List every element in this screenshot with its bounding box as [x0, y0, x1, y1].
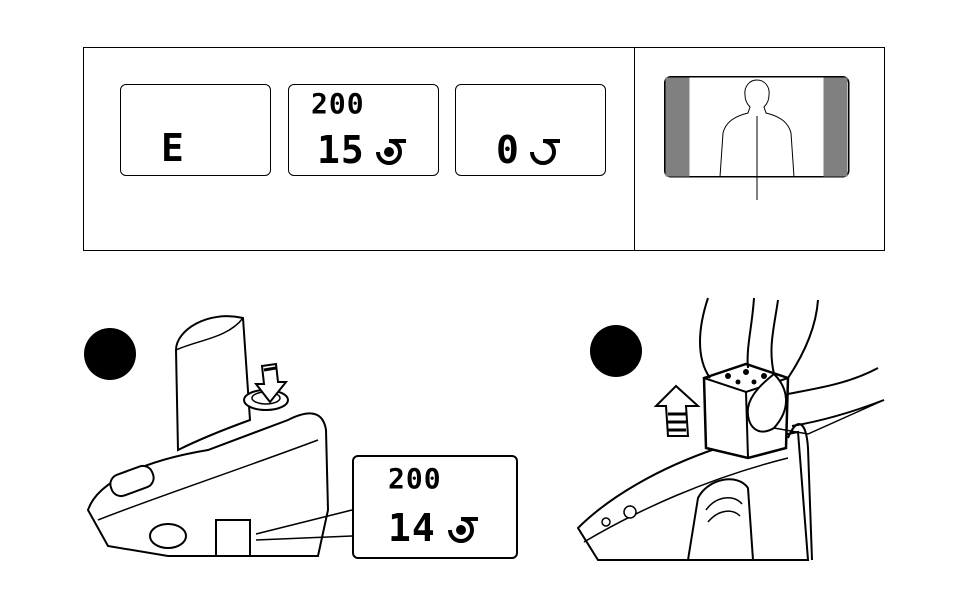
lcd-3-count: 0 — [496, 131, 520, 169]
camera-battery-removal-illustration — [578, 298, 890, 560]
lcd-2-top: 200 — [311, 90, 365, 118]
lcd-panel-3: 0 — [455, 84, 606, 176]
callout-count: 14 — [388, 509, 436, 547]
frame-divider — [634, 47, 635, 251]
viewfinder-person-icon — [664, 76, 850, 202]
lcd-1-value: E — [161, 129, 185, 167]
lcd-2-count: 15 — [317, 131, 365, 169]
lcd-panel-1: E — [120, 84, 271, 176]
film-counter-icon — [444, 515, 480, 545]
lcd-panel-2: 200 15 — [288, 84, 439, 176]
press-arrow-icon — [254, 364, 288, 404]
lcd-callout: 200 14 — [352, 455, 518, 559]
film-counter-icon — [372, 137, 408, 167]
callout-top: 200 — [388, 465, 442, 493]
lift-arrow-icon — [654, 384, 700, 438]
film-counter-icon — [526, 137, 562, 167]
camera-battery-illustration — [88, 310, 338, 560]
